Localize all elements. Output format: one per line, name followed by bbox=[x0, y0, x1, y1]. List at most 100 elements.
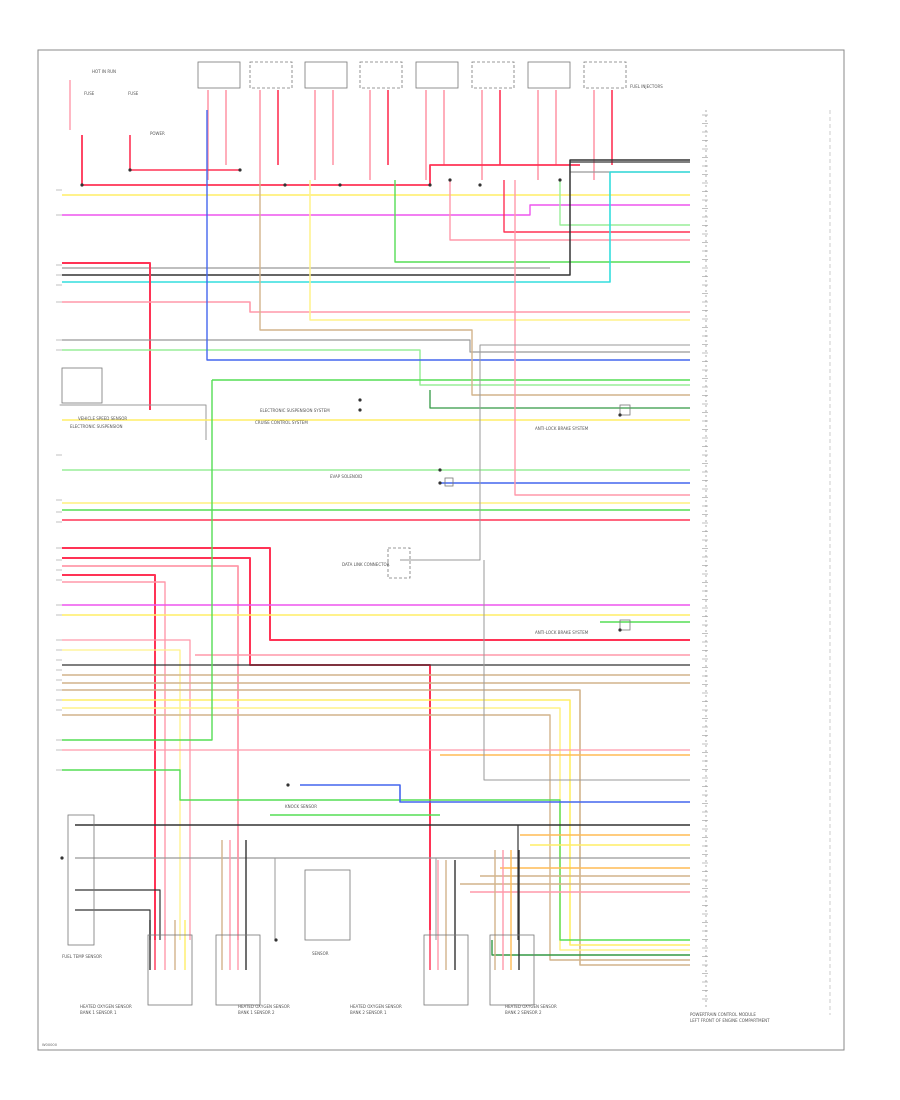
injector-connector-2 bbox=[249, 61, 293, 89]
o2-sensor-1-box bbox=[147, 934, 193, 1006]
sensor-block-label: SENSOR bbox=[312, 951, 329, 956]
bus-tan-1 bbox=[259, 180, 690, 396]
injector-connector-5 bbox=[415, 61, 459, 89]
injector-connector-1 bbox=[197, 61, 241, 89]
pcm-sub-label: LEFT FRONT OF ENGINE COMPARTMENT bbox=[690, 1018, 770, 1023]
o2-label-4: HEATED OXYGEN SENSOR bbox=[505, 1004, 557, 1009]
bus-olive-2 bbox=[429, 390, 690, 409]
o2-sensor-2-box bbox=[215, 934, 261, 1006]
o2-label-3: HEATED OXYGEN SENSOR bbox=[350, 1004, 402, 1009]
injector-connector-8 bbox=[583, 61, 627, 89]
bus-black-5 bbox=[75, 909, 151, 940]
bus-red-7 bbox=[62, 574, 156, 940]
bus-pink-3 bbox=[514, 180, 690, 496]
bus-pink-5 bbox=[62, 639, 191, 940]
splice-dot-15 bbox=[274, 938, 278, 942]
splice-dot-13 bbox=[286, 783, 290, 787]
top-right-note: FUEL INJECTORS bbox=[630, 84, 663, 89]
cruise-label: CRUISE CONTROL SYSTEM bbox=[255, 420, 308, 425]
o2-sensor-4-box bbox=[489, 934, 535, 1006]
bus-green-1 bbox=[559, 180, 690, 226]
anti-lock-box-2 bbox=[619, 619, 631, 631]
bus-gray-3 bbox=[483, 560, 690, 781]
bus-green-3 bbox=[62, 349, 690, 386]
pcm-label: POWERTRAIN CONTROL MODULE bbox=[690, 1012, 756, 1017]
splice-dot-7 bbox=[558, 178, 562, 182]
speed-sensor-box bbox=[61, 367, 103, 404]
bus-green-8 bbox=[62, 380, 213, 741]
bus-green-2 bbox=[394, 180, 690, 263]
knock-sensor-box bbox=[304, 869, 351, 941]
bus-dkgreen-1 bbox=[491, 940, 690, 956]
fuse-power-1 bbox=[129, 135, 240, 171]
splice-dot-2 bbox=[238, 168, 242, 172]
evap-box bbox=[444, 477, 454, 487]
bus-cyan-1 bbox=[62, 171, 690, 283]
top-left-label-2: FUSE bbox=[128, 91, 139, 96]
splice-dot-17 bbox=[618, 628, 622, 632]
fuel-temp-box bbox=[67, 814, 95, 946]
figure-code: W00000 bbox=[42, 1043, 58, 1047]
o2-sensor-3-box bbox=[423, 934, 469, 1006]
splice-dot-10 bbox=[358, 408, 362, 412]
bus-red-4 bbox=[62, 547, 690, 641]
splice-dot-12 bbox=[438, 481, 442, 485]
splice-dot-1 bbox=[128, 168, 132, 172]
bus-black-1 bbox=[62, 159, 690, 276]
top-left-box-title: HOT IN RUN bbox=[92, 69, 116, 74]
bus-yellow-6 bbox=[62, 649, 181, 940]
diagram-frame bbox=[37, 49, 845, 1051]
component-group bbox=[56, 61, 708, 1006]
splice-dot-11 bbox=[438, 468, 442, 472]
splice-dot-9 bbox=[358, 398, 362, 402]
bus-yellow-7 bbox=[62, 699, 690, 946]
splice-dot-4 bbox=[338, 183, 342, 187]
bus-green-9 bbox=[62, 769, 690, 941]
injector-connector-7 bbox=[527, 61, 571, 89]
injector-connector-4 bbox=[359, 61, 403, 89]
bus-yellow-8 bbox=[62, 707, 690, 951]
splice-dot-14 bbox=[60, 856, 64, 860]
wire-group bbox=[59, 80, 690, 970]
bus-black-4 bbox=[75, 889, 161, 940]
bus-red-left bbox=[62, 262, 151, 410]
bus-gray-2 bbox=[59, 404, 207, 440]
splice-dot-3 bbox=[283, 183, 287, 187]
o2-loc-4: BANK 2 SENSOR 2 bbox=[505, 1010, 542, 1015]
bus-tan-5 bbox=[62, 714, 690, 961]
data-link-box bbox=[387, 547, 411, 579]
top-left-label-1: FUSE bbox=[84, 91, 95, 96]
data-link-label: DATA LINK CONNECTOR bbox=[342, 562, 390, 567]
splice-dot-6 bbox=[478, 183, 482, 187]
splice-dot-16 bbox=[618, 413, 622, 417]
bus-red-2 bbox=[503, 180, 690, 233]
bus-yellow-2 bbox=[309, 180, 690, 321]
bus-olive-1 bbox=[62, 339, 690, 353]
anti-lock-label-1: ANTI-LOCK BRAKE SYSTEM bbox=[535, 426, 589, 431]
top-left-box bbox=[62, 70, 182, 82]
evap-label: EVAP SOLENOID bbox=[330, 474, 362, 479]
splice-dot-8 bbox=[448, 178, 452, 182]
fuel-temp-label: FUEL TEMP SENSOR bbox=[62, 954, 102, 959]
top-left-label-3: POWER bbox=[150, 131, 165, 136]
left-box-label: ELECTRONIC SUSPENSION bbox=[70, 424, 122, 429]
bus-red-6 bbox=[62, 565, 239, 940]
bus-tan-4 bbox=[62, 689, 690, 966]
bus-olive-3 bbox=[400, 344, 690, 561]
o2-label-1: HEATED OXYGEN SENSOR bbox=[80, 1004, 132, 1009]
anti-lock-box-1 bbox=[619, 404, 631, 416]
injector-power-bus bbox=[81, 135, 580, 186]
electronic-suspension-label: ELECTRONIC SUSPENSION SYSTEM bbox=[260, 408, 330, 413]
bus-blue-1 bbox=[206, 110, 690, 361]
injector-connector-6 bbox=[471, 61, 515, 89]
speed-sensor-label: VEHICLE SPEED SENSOR bbox=[78, 416, 127, 421]
splice-dot-5 bbox=[428, 183, 432, 187]
bus-pink-4 bbox=[62, 581, 166, 940]
bus-violet-1 bbox=[62, 204, 690, 216]
knock-sensor-label: KNOCK SENSOR bbox=[285, 804, 317, 809]
o2-loc-1: BANK 1 SENSOR 1 bbox=[80, 1010, 117, 1015]
o2-loc-3: BANK 2 SENSOR 1 bbox=[350, 1010, 387, 1015]
o2-loc-2: BANK 1 SENSOR 2 bbox=[238, 1010, 275, 1015]
bus-pink-2 bbox=[62, 301, 690, 313]
